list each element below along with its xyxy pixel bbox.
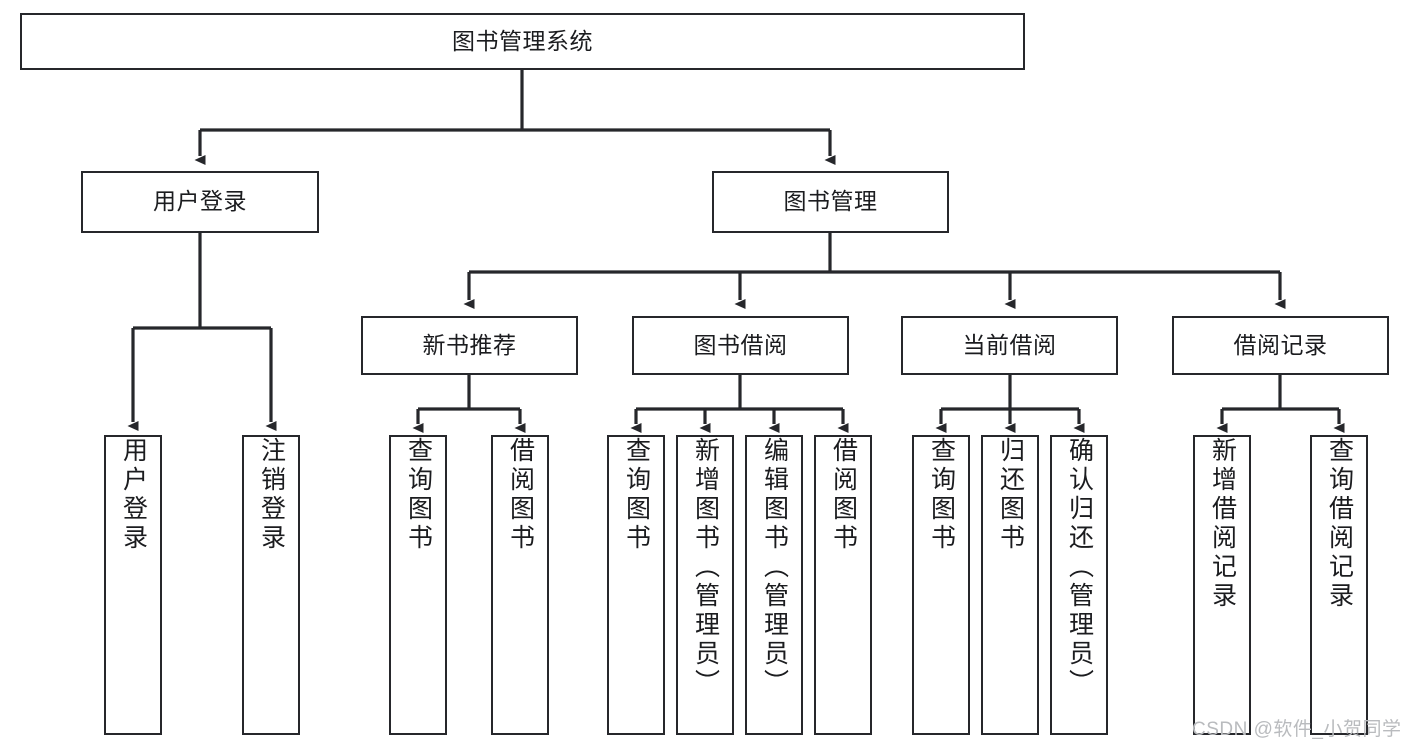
node-borrow-record[interactable]: 借阅记录 — [1172, 316, 1389, 375]
node-user-login-label: 用户登录 — [153, 188, 247, 215]
node-user-login[interactable]: 用户登录 — [81, 171, 319, 233]
node-new-book-recommend-label: 新书推荐 — [422, 331, 517, 358]
leaf-logout[interactable]: 注销登录 — [242, 435, 300, 735]
leaf-borrow-book-1-label: 借阅图书 — [506, 437, 535, 553]
leaf-query-record-label: 查询借阅记录 — [1325, 437, 1354, 611]
node-current-borrow-label: 当前借阅 — [962, 331, 1057, 358]
leaf-user-login[interactable]: 用户登录 — [104, 435, 162, 735]
node-borrow-record-label: 借阅记录 — [1233, 331, 1328, 358]
leaf-add-record[interactable]: 新增借阅记录 — [1193, 435, 1251, 735]
leaf-confirm-return-label: 确认归还（管理员） — [1065, 437, 1094, 698]
leaf-query-book-1-label: 查询图书 — [404, 437, 433, 553]
leaf-query-book-2[interactable]: 查询图书 — [607, 435, 665, 735]
leaf-user-login-label: 用户登录 — [119, 437, 148, 553]
leaf-edit-book[interactable]: 编辑图书（管理员） — [745, 435, 803, 735]
node-current-borrow[interactable]: 当前借阅 — [901, 316, 1118, 375]
leaf-add-book[interactable]: 新增图书（管理员） — [676, 435, 734, 735]
leaf-query-book-2-label: 查询图书 — [622, 437, 651, 553]
watermark: CSDN @软件_小贺同学 — [1192, 719, 1402, 740]
leaf-query-record[interactable]: 查询借阅记录 — [1310, 435, 1368, 735]
leaf-borrow-book-2-label: 借阅图书 — [829, 437, 858, 553]
leaf-query-book-3-label: 查询图书 — [927, 437, 956, 553]
leaf-query-book-1[interactable]: 查询图书 — [389, 435, 447, 735]
leaf-logout-label: 注销登录 — [257, 437, 286, 553]
leaf-edit-book-label: 编辑图书（管理员） — [760, 437, 789, 698]
leaf-confirm-return[interactable]: 确认归还（管理员） — [1050, 435, 1108, 735]
node-root-label: 图书管理系统 — [452, 27, 593, 54]
node-book-borrow-label: 图书借阅 — [693, 331, 788, 358]
node-book-management-label: 图书管理 — [783, 188, 878, 215]
node-root[interactable]: 图书管理系统 — [20, 13, 1025, 70]
node-new-book-recommend[interactable]: 新书推荐 — [361, 316, 578, 375]
leaf-return-book-label: 归还图书 — [996, 437, 1025, 553]
node-book-borrow[interactable]: 图书借阅 — [632, 316, 849, 375]
leaf-return-book[interactable]: 归还图书 — [981, 435, 1039, 735]
leaf-borrow-book-1[interactable]: 借阅图书 — [491, 435, 549, 735]
leaf-add-book-label: 新增图书（管理员） — [691, 437, 720, 698]
leaf-borrow-book-2[interactable]: 借阅图书 — [814, 435, 872, 735]
node-book-management[interactable]: 图书管理 — [712, 171, 949, 233]
leaf-query-book-3[interactable]: 查询图书 — [912, 435, 970, 735]
leaf-add-record-label: 新增借阅记录 — [1208, 437, 1237, 611]
